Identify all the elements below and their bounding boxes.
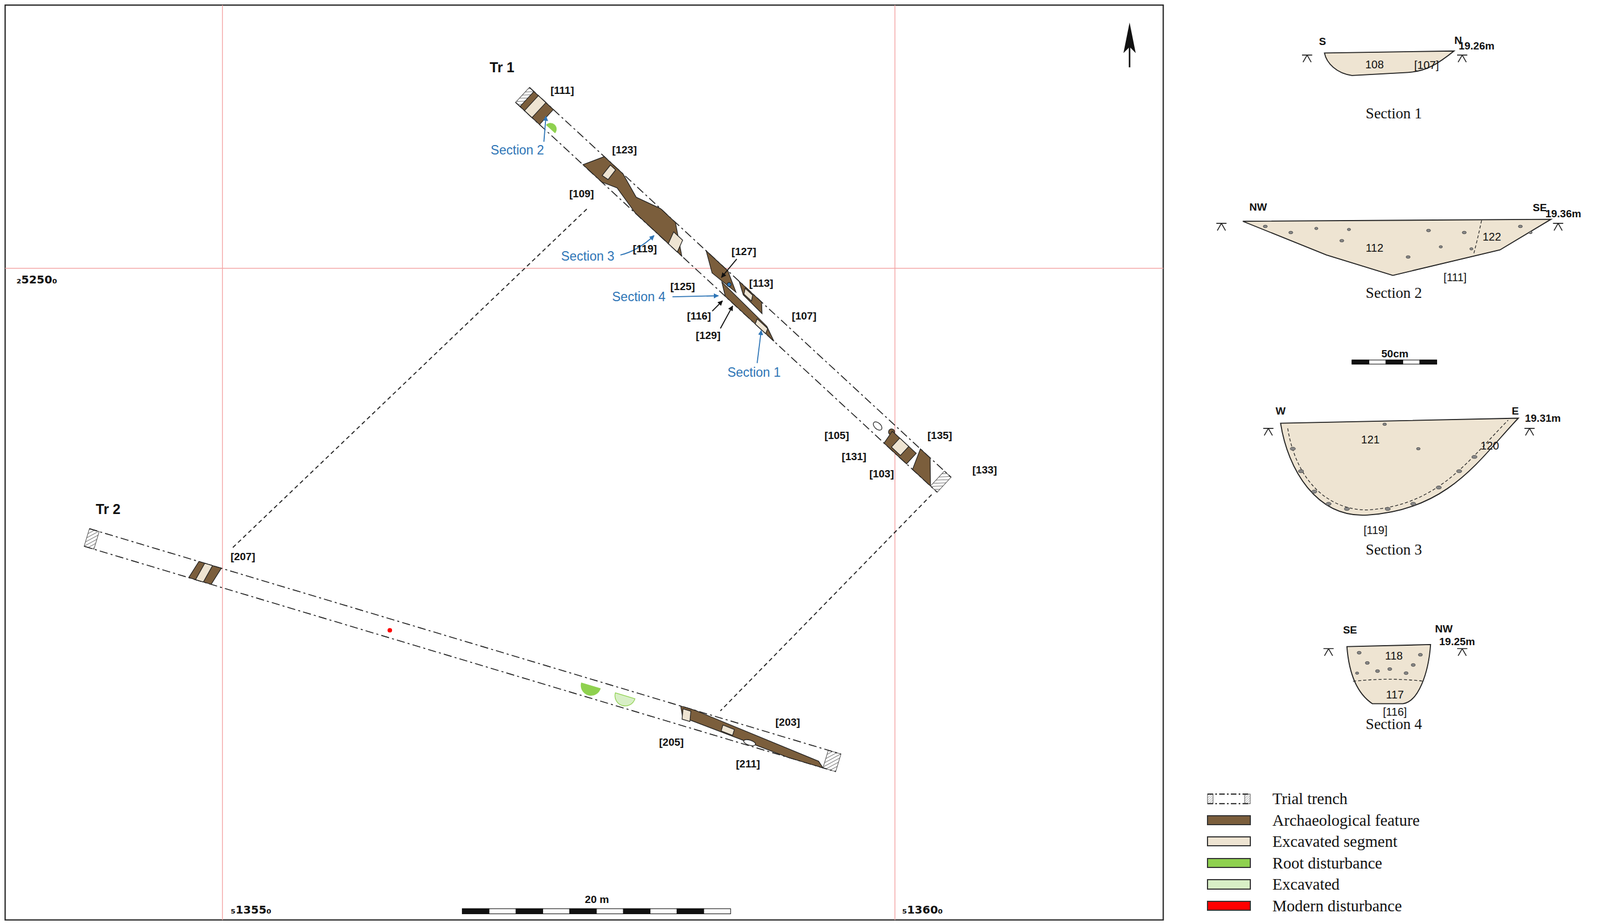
context-number: [107] xyxy=(1414,58,1439,72)
legend-swatch xyxy=(1206,815,1251,826)
scale-bar xyxy=(461,908,731,914)
section-annotation: 50cm xyxy=(1381,348,1409,361)
grid-coordinate: ₅1360₀ xyxy=(902,903,943,917)
map-frame xyxy=(5,5,1164,921)
trench-label: Tr 2 xyxy=(95,500,121,518)
section-title: Section 2 xyxy=(1365,284,1423,302)
section-annotation: SE xyxy=(1532,201,1547,215)
legend-text: Excavated xyxy=(1272,875,1340,894)
feature-number: [207] xyxy=(230,550,256,564)
feature-number: [103] xyxy=(869,468,894,481)
legend-swatch xyxy=(1206,901,1251,912)
feature-number: [105] xyxy=(824,429,849,442)
section-title: Section 3 xyxy=(1365,541,1423,559)
section-marker: Section 3 xyxy=(560,248,615,264)
feature-number: [125] xyxy=(670,280,695,293)
legend-trench-sample xyxy=(1206,793,1251,806)
context-number: [111] xyxy=(1443,271,1468,285)
section-title: Section 4 xyxy=(1365,716,1423,734)
scale-label: 20 m xyxy=(584,893,609,907)
legend-swatch xyxy=(1206,879,1251,890)
feature-number: [133] xyxy=(972,464,997,477)
section-marker: Section 4 xyxy=(612,289,666,305)
legend-swatch xyxy=(1206,836,1251,847)
grid-lines xyxy=(5,5,1164,921)
legend-text: Root disturbance xyxy=(1272,853,1383,873)
context-number: 108 xyxy=(1365,57,1384,71)
context-number: 117 xyxy=(1385,688,1404,702)
section-title: Section 1 xyxy=(1365,104,1423,122)
feature-number: [129] xyxy=(696,329,721,342)
feature-number: [135] xyxy=(927,429,952,442)
survey-lines xyxy=(232,209,932,712)
section-scale-bar xyxy=(1352,360,1437,365)
feature-number: [211] xyxy=(736,758,760,771)
section-marker: Section 2 xyxy=(490,142,545,158)
feature-number: [111] xyxy=(550,84,574,97)
section-annotation: NW xyxy=(1249,201,1267,214)
trench-1 xyxy=(515,87,951,493)
feature-number: [131] xyxy=(841,450,867,464)
modern-disturbance xyxy=(387,628,392,633)
feature-number: [127] xyxy=(731,245,757,258)
feature-number: [109] xyxy=(569,187,594,201)
section-annotation: 19.26m xyxy=(1458,40,1495,53)
context-number: 112 xyxy=(1365,241,1384,255)
section-profiles xyxy=(1243,51,1552,705)
grid-coordinate: ₅1355₀ xyxy=(230,903,272,917)
legend-text: Modern disturbance xyxy=(1272,896,1403,916)
section-annotation: E xyxy=(1511,405,1519,418)
north-arrow xyxy=(1123,22,1136,68)
legend-text: Excavated segment xyxy=(1272,832,1398,852)
feature-number: [113] xyxy=(749,277,774,290)
section-annotation: S xyxy=(1318,35,1326,48)
datum-markers xyxy=(1216,55,1564,657)
legend-text: Trial trench xyxy=(1272,789,1348,809)
section-annotation: W xyxy=(1275,405,1286,418)
feature-number: [107] xyxy=(791,310,817,323)
section-annotation: SE xyxy=(1343,624,1358,637)
context-number: 120 xyxy=(1480,439,1499,453)
grid-coordinate: ₂5250₀ xyxy=(16,272,57,287)
section-annotation: 19.25m xyxy=(1439,635,1475,649)
section-annotation: NW xyxy=(1434,623,1453,636)
leader-lines xyxy=(543,116,762,364)
feature-number: [116] xyxy=(687,310,712,323)
feature-number: [123] xyxy=(612,143,637,157)
context-number: 121 xyxy=(1360,433,1380,447)
feature-number: [205] xyxy=(659,736,684,749)
trench-label: Tr 1 xyxy=(489,59,515,76)
feature-number: [119] xyxy=(632,242,657,256)
section-marker: Section 1 xyxy=(727,364,781,380)
section-annotation: 19.36m xyxy=(1545,207,1582,221)
legend-swatch xyxy=(1206,858,1251,869)
context-number: 122 xyxy=(1482,230,1502,243)
legend-text: Archaeological feature xyxy=(1272,811,1420,830)
feature-number: [203] xyxy=(775,716,800,729)
context-number: [119] xyxy=(1363,524,1388,538)
context-number: 118 xyxy=(1384,649,1403,663)
trench-2 xyxy=(83,528,841,772)
section-annotation: 19.31m xyxy=(1524,412,1561,425)
